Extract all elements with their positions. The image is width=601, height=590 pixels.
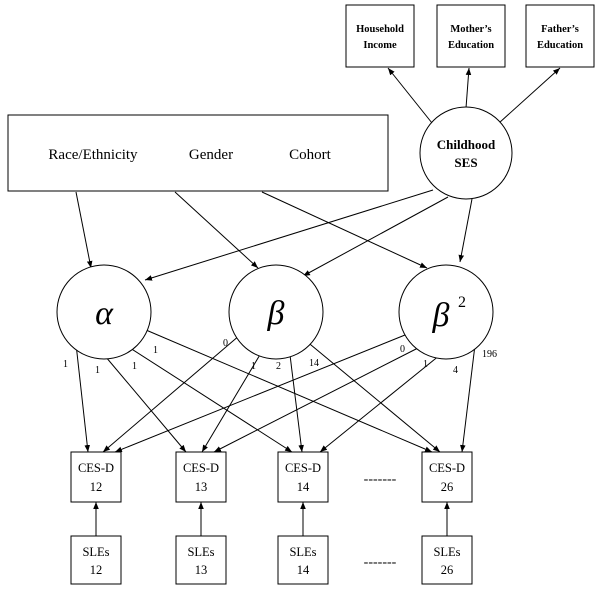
sles-wave: 14 <box>297 563 310 577</box>
sles-ellipsis: ------- <box>364 555 397 570</box>
covariate-gender: Gender <box>189 147 233 163</box>
loading-label: 1 <box>251 361 256 372</box>
indicator-label: Education <box>537 40 583 51</box>
loading-label: 1 <box>63 359 68 370</box>
indicator-label: Household <box>356 24 404 35</box>
cesd-wave: 14 <box>297 480 310 494</box>
edge-beta-cesd14 <box>289 354 304 453</box>
loading-label: 1 <box>153 345 158 356</box>
sles-wave: 26 <box>441 563 454 577</box>
cesd-wave: 26 <box>441 480 454 494</box>
sles-label: SLEs <box>289 545 316 559</box>
loading-label: 0 <box>223 338 228 349</box>
latent-alpha: α <box>56 264 152 360</box>
sles-label: SLEs <box>187 545 214 559</box>
cesd-label: CES-D <box>285 461 321 475</box>
cesd-13-box: CES-D 13 <box>175 451 227 503</box>
cesd-wave: 13 <box>195 480 208 494</box>
edge-beta-cesd12 <box>102 334 241 453</box>
cesd-label: CES-D <box>429 461 465 475</box>
cesd-label: CES-D <box>78 461 114 475</box>
latent-beta: β <box>228 264 324 360</box>
loading-label: 4 <box>453 365 458 376</box>
loading-label: 0 <box>400 344 405 355</box>
loading-label: 1 <box>423 359 428 370</box>
cesd-12-box: CES-D 12 <box>70 451 122 503</box>
loading-label: 14 <box>309 358 319 369</box>
edges <box>74 67 561 536</box>
indicator-label: Father’s <box>541 24 579 35</box>
ses-label: Childhood <box>437 137 496 152</box>
indicator-fathers-education: Father’s Education <box>525 4 595 68</box>
edge-alpha-cesd13 <box>99 349 187 453</box>
sles-label: SLEs <box>433 545 460 559</box>
sles-label: SLEs <box>82 545 109 559</box>
edge-ses-alpha <box>144 189 434 281</box>
sles-12-box: SLEs 12 <box>70 535 122 585</box>
edge-betasq-cesd13 <box>213 347 419 453</box>
edge-alpha-cesd12 <box>74 334 91 453</box>
loading-label: 1 <box>132 361 137 372</box>
alpha-symbol: α <box>95 295 114 332</box>
loading-label: 1 <box>95 365 100 376</box>
cesd-wave: 12 <box>90 480 103 494</box>
edge-cov-betasq <box>261 191 428 269</box>
covariate-race-ethnicity: Race/Ethnicity <box>48 147 138 163</box>
loading-label: 2 <box>276 361 281 372</box>
loadings-beta: 0 1 2 14 <box>223 338 319 372</box>
edge-cov-alpha <box>75 191 93 269</box>
beta-symbol: β <box>267 295 285 332</box>
indicator-label: Education <box>448 40 494 51</box>
covariate-cohort: Cohort <box>289 147 332 163</box>
childhood-ses-node: Childhood SES <box>419 106 513 200</box>
indicator-label: Income <box>363 40 397 51</box>
sles-wave: 12 <box>90 563 103 577</box>
edge-cov-beta <box>174 191 259 269</box>
sles-13-box: SLEs 13 <box>175 535 227 585</box>
edge-alpha-cesd14 <box>126 345 293 453</box>
loading-label: 196 <box>482 349 497 360</box>
edge-betasq-cesd12 <box>114 334 406 453</box>
edge-ses-beta <box>302 196 449 277</box>
beta-squared-symbol: β <box>432 297 450 334</box>
edge-beta-cesd13 <box>201 347 265 453</box>
beta-squared-exponent: 2 <box>458 294 466 311</box>
indicator-household-income: Household Income <box>345 4 415 68</box>
edge-ses-betasq <box>458 198 473 263</box>
cesd-26-box: CES-D 26 <box>421 451 473 503</box>
edge-ses-mother <box>465 67 472 109</box>
cesd-14-box: CES-D 14 <box>277 451 329 503</box>
ses-label: SES <box>454 155 477 170</box>
cesd-ellipsis: ------- <box>364 472 397 487</box>
sles-wave: 13 <box>195 563 208 577</box>
edge-betasq-cesd26 <box>460 344 476 453</box>
sles-14-box: SLEs 14 <box>277 535 329 585</box>
edge-ses-father <box>498 67 561 124</box>
edge-betasq-cesd14 <box>319 354 441 453</box>
latent-beta-squared: β 2 <box>398 264 494 360</box>
cesd-label: CES-D <box>183 461 219 475</box>
loadings-alpha: 1 1 1 1 <box>63 345 158 376</box>
indicator-mothers-education: Mother’s Education <box>436 4 506 68</box>
sles-26-box: SLEs 26 <box>421 535 473 585</box>
covariates-box: Race/Ethnicity Gender Cohort <box>7 114 389 192</box>
edge-beta-cesd26 <box>304 339 441 453</box>
indicator-label: Mother’s <box>450 24 491 35</box>
edge-ses-income <box>387 67 433 124</box>
loadings-beta-squared: 0 1 4 196 <box>400 344 497 376</box>
edge-alpha-cesd26 <box>145 329 433 453</box>
